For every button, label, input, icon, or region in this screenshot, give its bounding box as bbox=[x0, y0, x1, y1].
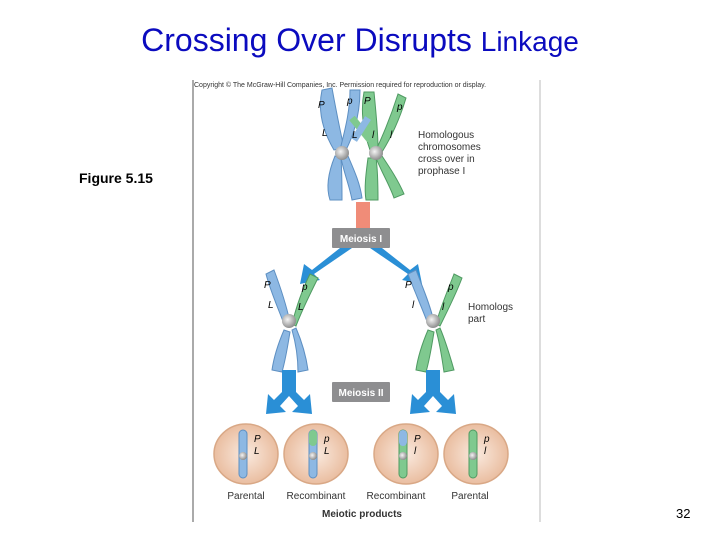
copyright-text: Copyright © The McGraw-Hill Companies, I… bbox=[194, 81, 486, 89]
homolog-blue: P p L L bbox=[264, 269, 319, 373]
allele-label: l bbox=[390, 130, 393, 141]
centromere-icon bbox=[335, 146, 349, 160]
product-label: Recombinant bbox=[367, 491, 426, 502]
allele-label: P bbox=[414, 434, 421, 445]
meiosis-2-label: Meiosis II bbox=[338, 388, 383, 399]
allele-label: L bbox=[298, 302, 304, 313]
page-number: 32 bbox=[676, 506, 691, 521]
title-end: Linkage bbox=[480, 26, 579, 57]
figure-caption: Figure 5.15 bbox=[79, 170, 153, 186]
product-label: Parental bbox=[451, 491, 488, 502]
meiosis-1-label: Meiosis I bbox=[340, 234, 382, 245]
note-line: Homologs bbox=[468, 302, 513, 313]
crossing-over-chromosomes: P p P p L L l l bbox=[318, 87, 407, 201]
allele-label: l bbox=[412, 300, 415, 311]
allele-label: L bbox=[322, 128, 328, 139]
allele-label: P bbox=[364, 96, 371, 107]
centromere-icon bbox=[426, 314, 440, 328]
allele-label: L bbox=[324, 446, 330, 457]
allele-label: p bbox=[447, 282, 454, 293]
product-cell: p l bbox=[443, 423, 509, 485]
note-line: chromosomes bbox=[418, 142, 481, 153]
product-cell: p L bbox=[283, 423, 349, 485]
product-label: Recombinant bbox=[287, 491, 346, 502]
title-main: Crossing Over Disrupts bbox=[141, 22, 472, 58]
down-arrow-icon bbox=[356, 202, 370, 228]
centromere-icon bbox=[369, 146, 383, 160]
allele-label: l bbox=[372, 130, 375, 141]
centromere-icon bbox=[282, 314, 296, 328]
allele-label: P bbox=[264, 280, 271, 291]
allele-label: P bbox=[254, 434, 261, 445]
slide-title: Crossing Over Disrupts Linkage bbox=[0, 22, 720, 59]
allele-label: p bbox=[301, 282, 308, 293]
allele-label: l bbox=[484, 446, 487, 457]
allele-label: p bbox=[346, 96, 353, 107]
split-arrow-icon bbox=[266, 370, 456, 414]
figure-meiosis-diagram: Copyright © The McGraw-Hill Companies, I… bbox=[192, 78, 542, 522]
meiotic-products-label: Meiotic products bbox=[322, 509, 402, 520]
meiosis-diagram-svg: Copyright © The McGraw-Hill Companies, I… bbox=[192, 80, 541, 522]
homolog-green: P p l l bbox=[405, 269, 463, 373]
note-homologs: Homologs part bbox=[468, 302, 513, 325]
allele-label: L bbox=[352, 130, 358, 141]
diverge-arrow-icon bbox=[300, 248, 422, 284]
allele-label: l bbox=[442, 302, 445, 313]
allele-label: P bbox=[405, 280, 412, 291]
product-cell: P l bbox=[373, 423, 439, 485]
note-line: Homologous bbox=[418, 130, 474, 141]
meiosis-2-label-box bbox=[332, 382, 390, 402]
allele-label: L bbox=[268, 300, 274, 311]
allele-label: P bbox=[318, 100, 325, 111]
product-cell: P L bbox=[213, 423, 279, 485]
meiosis-1-label-box bbox=[332, 228, 390, 248]
allele-label: p bbox=[483, 434, 490, 445]
note-line: part bbox=[468, 314, 485, 325]
allele-label: p bbox=[396, 102, 403, 113]
product-label: Parental bbox=[227, 491, 264, 502]
allele-label: L bbox=[254, 446, 260, 457]
note-line: cross over in bbox=[418, 154, 475, 165]
note-line: prophase I bbox=[418, 166, 465, 177]
note-crossover: Homologous chromosomes cross over in pro… bbox=[418, 130, 481, 177]
allele-label: l bbox=[414, 446, 417, 457]
allele-label: p bbox=[323, 434, 330, 445]
